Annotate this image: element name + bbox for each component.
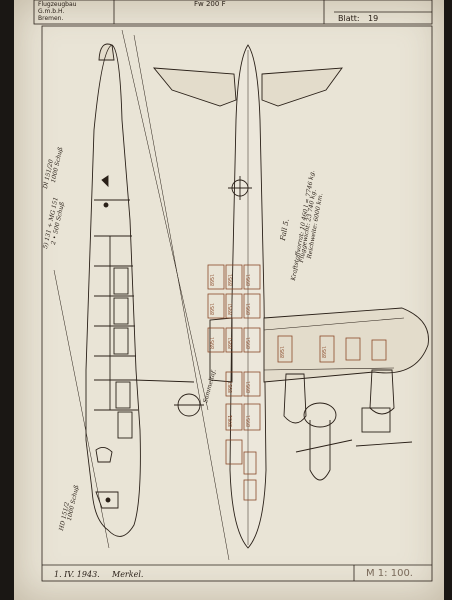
tank-label: 895l: [228, 302, 234, 315]
technical-drawing: [33, 0, 433, 582]
company-name-line3: Bremen.: [38, 15, 64, 22]
fuel-tanks: [207, 264, 387, 501]
tank-label: 895l: [210, 273, 216, 286]
tank-label: 895l: [246, 380, 252, 393]
tank-label: 895l: [210, 302, 216, 315]
sheet-number: 19: [368, 14, 379, 23]
tank-label: 8951: [228, 414, 234, 427]
tank-label: 895l: [246, 302, 252, 315]
drawing-date: 1. IV. 1943.: [54, 570, 100, 579]
tank-label: 895l: [322, 345, 328, 358]
company-name-line1: Flugzeugbau: [38, 1, 77, 8]
top-view: [152, 44, 429, 549]
tank-label: 895l: [228, 336, 234, 349]
drawing-scale: M 1: 100.: [366, 568, 413, 579]
drawing-sheet: Flugzeugbau G.m.b.H. Bremen. Fw 200 F Bl…: [14, 0, 444, 600]
tank-label: 895l: [246, 414, 252, 427]
construction-lines: [53, 29, 230, 561]
tank-label: 895l: [246, 336, 252, 349]
company-name-line2: G.m.b.H.: [38, 8, 65, 15]
draftsman-signature: Merkel.: [112, 570, 144, 579]
drawing-border: [41, 25, 433, 582]
tank-label: 895l: [280, 345, 286, 358]
tank-label: 895l: [210, 336, 216, 349]
model-designation: Fw 200 F: [194, 0, 226, 8]
side-view: [85, 43, 195, 537]
tank-label: 895l: [228, 380, 234, 393]
tank-label: 895l: [246, 273, 252, 286]
tank-label: 895l: [228, 273, 234, 286]
sheet-label: Blatt:: [338, 14, 360, 23]
